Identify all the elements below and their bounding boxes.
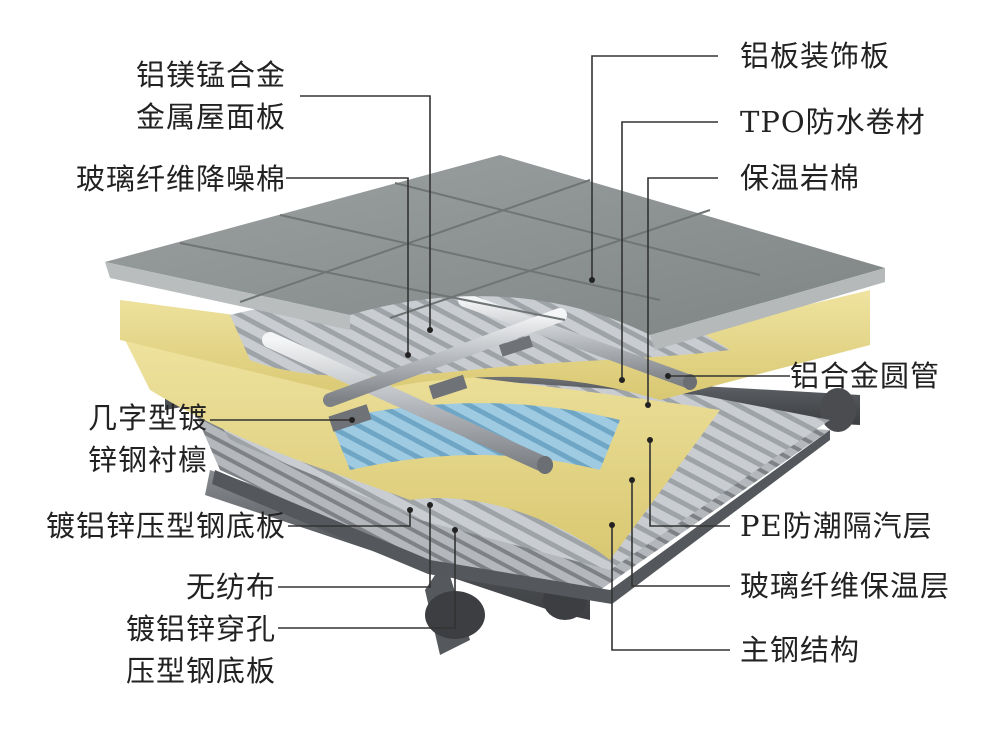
label-al-mg-mn-alloy: 铝镁锰合金 金属屋面板	[100, 54, 286, 138]
label-non-woven-fabric: 无纺布	[185, 570, 276, 604]
label-line: 铝镁锰合金	[135, 58, 286, 92]
leader-lines	[210, 55, 790, 651]
label-main-steel-structure: 主钢结构	[740, 633, 861, 667]
label-aluminium-decorative-panel: 铝板装饰板	[740, 39, 891, 73]
label-glass-fiber-acoustic-wool: 玻璃纤维降噪棉	[75, 162, 286, 196]
label-glass-fiber-insulation: 玻璃纤维保温层	[740, 569, 951, 603]
label-line: 镀铝锌穿孔	[125, 612, 276, 646]
aluminium-tubes	[262, 293, 697, 474]
label-rock-wool: 保温岩棉	[740, 161, 861, 195]
label-pe-vapor-barrier: PE防潮隔汽层	[740, 509, 933, 543]
label-tpo-membrane: TPO防水卷材	[740, 105, 926, 139]
label-line: 锌钢衬檩	[87, 443, 208, 477]
label-aluminium-tube: 铝合金圆管	[790, 359, 941, 393]
label-z-purlin: 几字型镀 锌钢衬檩	[60, 397, 208, 481]
leader-dots	[349, 277, 671, 533]
metal-roof-panels	[105, 155, 885, 350]
label-line: 压型钢底板	[125, 654, 276, 688]
label-line: 几字型镀	[87, 401, 208, 435]
label-line: 金属屋面板	[135, 100, 286, 134]
label-perforated-deck: 镀铝锌穿孔 压型钢底板	[90, 608, 276, 692]
label-steel-deck: 镀铝锌压型钢底板	[45, 509, 286, 543]
